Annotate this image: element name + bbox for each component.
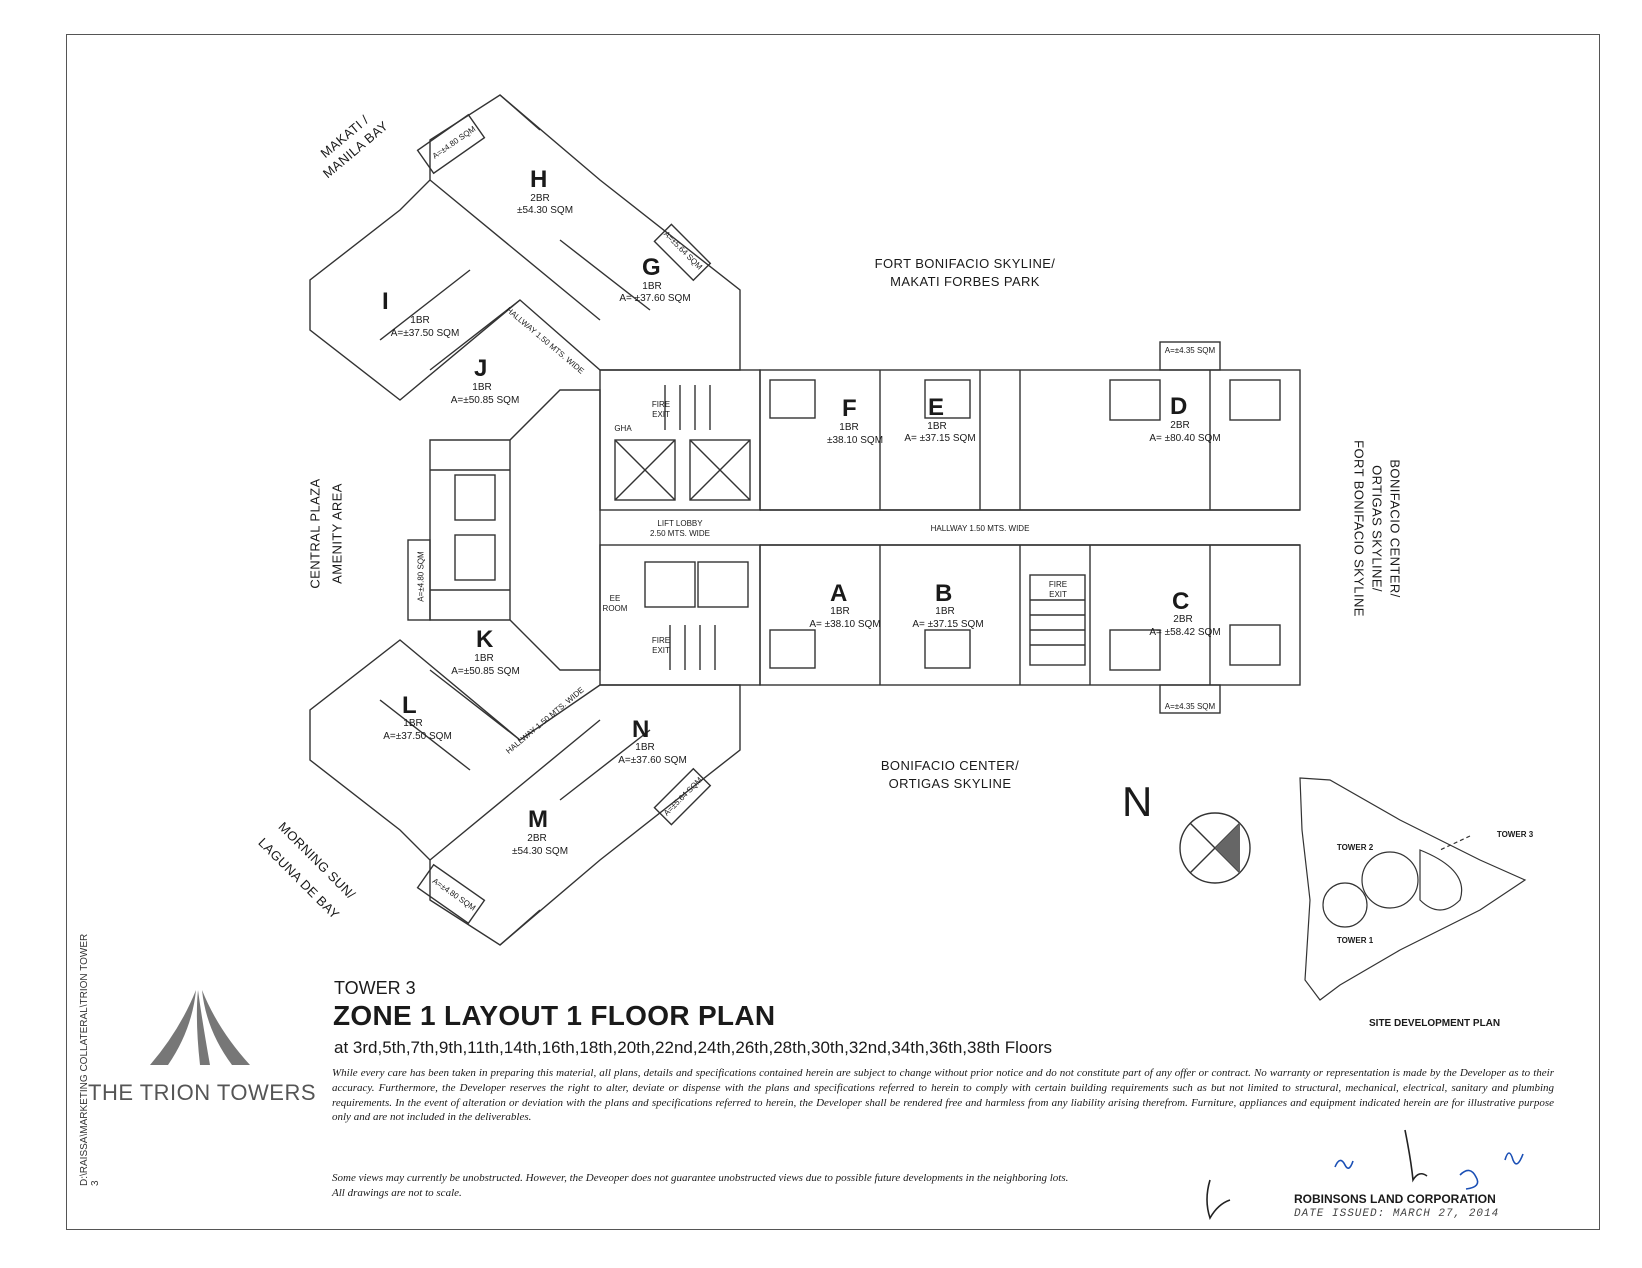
unit-a-area: A= ±38.10 SQM xyxy=(809,619,881,630)
view-label-amenity-area: AMENITY AREA xyxy=(329,483,345,584)
unit-m-letter: M xyxy=(528,806,548,833)
unit-k-type: 1BR xyxy=(474,653,494,664)
unit-l-area: A=±37.50 SQM xyxy=(383,731,452,742)
unit-j-type: 1BR xyxy=(472,382,492,393)
unit-g-letter: G xyxy=(642,254,661,281)
unit-n-type: 1BR xyxy=(635,742,655,753)
unit-m-area: ±54.30 SQM xyxy=(511,846,569,857)
unit-n-area: A=±37.60 SQM xyxy=(618,755,687,766)
unit-a-letter: A xyxy=(830,580,848,607)
site-plan-title: SITE DEVELOPMENT PLAN xyxy=(1369,1018,1501,1029)
view-label-fort-bonifacio-east: FORT BONIFACIO SKYLINE xyxy=(1351,440,1367,617)
unit-e-area: A= ±37.15 SQM xyxy=(904,433,976,444)
unit-c-letter: C xyxy=(1172,588,1190,615)
balcony-left-area: A=±4.80 SQM xyxy=(416,551,426,602)
unit-a-type: 1BR xyxy=(830,606,850,617)
fire-exit-east: FIRE EXIT xyxy=(1048,580,1068,599)
unit-d-type: 2BR xyxy=(1170,420,1190,431)
view-label-ortigas-south: ORTIGAS SKYLINE xyxy=(888,776,1012,791)
gha-label: GHA xyxy=(614,424,632,433)
view-label-central-plaza: CENTRAL PLAZA xyxy=(307,478,323,589)
unit-b-type: 1BR xyxy=(935,606,955,617)
view-label-bonifacio-center-east: BONIFACIO CENTER/ xyxy=(1387,459,1403,598)
unit-k-letter: K xyxy=(476,626,494,653)
unit-f-letter: F xyxy=(842,395,857,422)
unit-i-type: 1BR xyxy=(410,315,430,326)
unit-k-area: A=±50.85 SQM xyxy=(451,666,520,677)
unit-l-type: 1BR xyxy=(403,718,423,729)
unit-h-area: ±54.30 SQM xyxy=(516,205,574,216)
trion-logo xyxy=(150,990,250,1065)
site-tower-1: TOWER 1 xyxy=(1336,936,1374,945)
view-label-bonifacio-center-south: BONIFACIO CENTER/ xyxy=(880,758,1020,773)
signature-black xyxy=(1206,1129,1428,1220)
floor-plan-title: ZONE 1 LAYOUT 1 FLOOR PLAN xyxy=(333,1000,776,1031)
unit-j-area: A=±50.85 SQM xyxy=(450,395,520,406)
unit-g-area: A= ±37.60 SQM xyxy=(619,293,691,304)
corporation-name: ROBINSONS LAND CORPORATION xyxy=(1294,1192,1496,1206)
unit-h-type: 2BR xyxy=(530,193,550,204)
unit-b-letter: B xyxy=(935,580,953,607)
unit-e-type: 1BR xyxy=(927,421,947,432)
date-issued: DATE ISSUED: MARCH 27, 2014 xyxy=(1294,1208,1500,1220)
view-label-fort-bonifacio-2: MAKATI FORBES PARK xyxy=(890,274,1040,289)
unit-c-area: A= ±58.42 SQM xyxy=(1149,627,1221,638)
unit-n-letter: N xyxy=(632,716,650,743)
unit-h-letter: H xyxy=(530,166,548,193)
tower-title: TOWER 3 xyxy=(334,978,416,998)
view-label-ortigas-east: ORTIGAS SKYLINE/ xyxy=(1369,465,1385,592)
fire-exit-north: FIRE EXIT xyxy=(651,400,671,419)
unit-i-letter: I xyxy=(382,288,389,315)
disclaimer-text: While every care has been taken in prepa… xyxy=(332,1067,1554,1124)
brand-name: THE TRION TOWERS xyxy=(88,1080,317,1105)
unit-c-type: 2BR xyxy=(1173,614,1193,625)
unit-i-area: A=±37.50 SQM xyxy=(390,328,460,339)
unit-e-letter: E xyxy=(928,394,945,421)
signature-blue xyxy=(1334,1152,1524,1190)
unit-j-letter: J xyxy=(474,355,488,382)
compass-arrow xyxy=(1215,823,1240,873)
file-path: D:\RAISSA\MARKETING COLLATERAL\TRION TOW… xyxy=(79,933,101,1186)
ee-room-label: EE ROOM xyxy=(602,594,628,613)
unit-b-area: A= ±37.15 SQM xyxy=(912,619,984,630)
views-note: Some views may currently be unobstructed… xyxy=(332,1172,1069,1199)
unit-f-type: 1BR xyxy=(839,422,859,433)
fire-exit-south: FIRE EXIT xyxy=(651,636,671,655)
site-plan-sketch xyxy=(1299,777,1527,1001)
balcony-d-area: A=±4.35 SQM xyxy=(1164,346,1216,355)
unit-m-type: 2BR xyxy=(527,833,547,844)
north-label: N xyxy=(1122,778,1153,825)
hallway-label: HALLWAY 1.50 MTS. WIDE xyxy=(930,524,1030,533)
unit-g-type: 1BR xyxy=(642,281,662,292)
unit-d-area: A= ±80.40 SQM xyxy=(1149,433,1221,444)
floors-list: at 3rd,5th,7th,9th,11th,14th,16th,18th,2… xyxy=(334,1038,1053,1057)
page-frame xyxy=(66,34,1600,1230)
site-tower-2: TOWER 2 xyxy=(1336,843,1374,852)
unit-l-letter: L xyxy=(402,692,417,719)
lift-lobby-label: LIFT LOBBY 2.50 MTS. WIDE xyxy=(649,519,710,538)
unit-f-area: ±38.10 SQM xyxy=(826,435,884,446)
site-tower-3: TOWER 3 xyxy=(1496,830,1534,839)
unit-d-letter: D xyxy=(1170,393,1188,420)
balcony-c-area: A=±4.35 SQM xyxy=(1164,702,1216,711)
view-label-fort-bonifacio-1: FORT BONIFACIO SKYLINE/ xyxy=(874,256,1056,271)
